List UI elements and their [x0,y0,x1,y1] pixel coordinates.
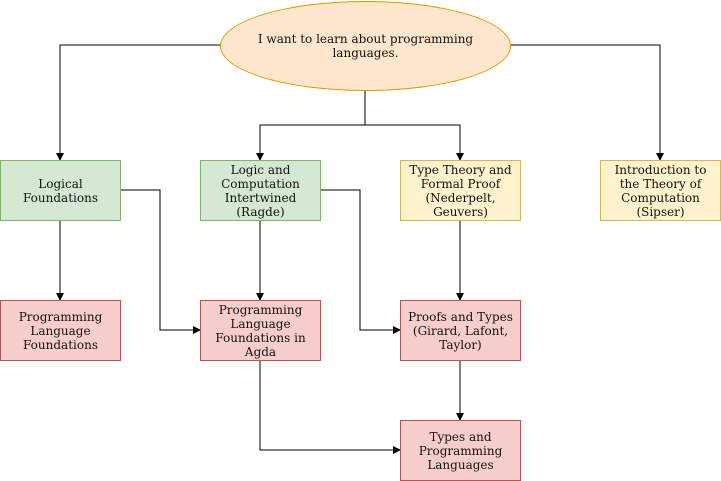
node-root-label: I want to learn about programming langua… [257,32,474,60]
node-tapl-label: Types and Programming Languages [418,429,503,472]
edge-root-to-type-theory [364,91,464,161]
node-type-theory[interactable]: Type Theory and Formal Proof (Nederpelt,… [400,160,521,221]
edge-logic-computation-to-proofs-types [321,189,401,334]
edge-root-to-logic-computation [256,91,366,161]
node-logic-computation[interactable]: Logic and Computation Intertwined (Ragde… [200,160,321,221]
node-logic-computation-label: Logic and Computation Intertwined (Ragde… [221,162,300,219]
edge-root-to-intro-theory [511,44,664,161]
edge-plfa-to-tapl [259,361,401,454]
edge-logical-foundations-to-plfa [121,189,201,334]
node-intro-theory-label: Introduction to the Theory of Computatio… [614,162,707,219]
node-plf[interactable]: Programming Language Foundations [0,300,121,361]
node-plfa[interactable]: Programming Language Foundations in Agda [200,300,321,361]
edge-root-to-logical-foundations [56,44,220,161]
node-plfa-label: Programming Language Foundations in Agda [215,302,306,359]
node-proofs-types[interactable]: Proofs and Types (Girard, Lafont, Taylor… [400,300,521,361]
node-intro-theory[interactable]: Introduction to the Theory of Computatio… [600,160,721,221]
node-type-theory-label: Type Theory and Formal Proof (Nederpelt,… [409,162,512,219]
node-root[interactable]: I want to learn about programming langua… [220,1,511,91]
node-proofs-types-label: Proofs and Types (Girard, Lafont, Taylor… [408,309,513,352]
node-plf-label: Programming Language Foundations [18,309,103,352]
node-logical-foundations-label: Logical Foundations [23,176,98,205]
node-logical-foundations[interactable]: Logical Foundations [0,160,121,221]
node-tapl[interactable]: Types and Programming Languages [400,420,521,481]
